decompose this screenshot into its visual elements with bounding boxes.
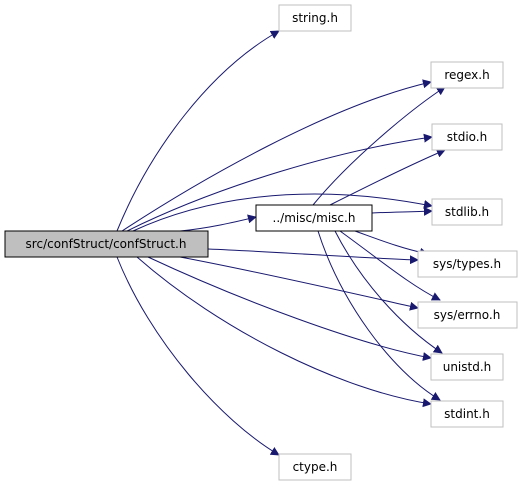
edge-root-to-stdlib	[132, 193, 433, 232]
node-label-stdint: stdint.h	[444, 407, 490, 421]
node-label-sys-types: sys/types.h	[433, 257, 501, 271]
node-label-stdlib: stdlib.h	[445, 205, 489, 219]
edge-root-to-ctype	[116, 256, 280, 456]
node-ctype[interactable]: ctype.h	[278, 453, 352, 481]
edge-misc-to-stdlib	[371, 206, 433, 216]
edge-root-to-unistd	[147, 256, 432, 361]
edge-root-to-regex	[121, 79, 432, 232]
node-stdint[interactable]: stdint.h	[430, 400, 504, 428]
node-label-unistd: unistd.h	[443, 360, 492, 374]
edge-root-to-types	[207, 248, 419, 265]
edge-root-to-misc	[179, 214, 257, 232]
node-label-misc: ../misc/misc.h	[273, 211, 356, 225]
node-label-regex: regex.h	[444, 68, 489, 82]
edge-misc-to-errno	[339, 230, 441, 301]
edge-misc-to-regex	[312, 86, 446, 206]
node-regex[interactable]: regex.h	[430, 61, 504, 89]
edge-misc-to-stdint	[317, 230, 441, 401]
edge-root-to-stdio	[126, 133, 433, 232]
node-sys-errno[interactable]: sys/errno.h	[417, 301, 518, 329]
node-stdio[interactable]: stdio.h	[431, 123, 503, 151]
node-label-ctype: ctype.h	[293, 460, 338, 474]
node-label-stdio: stdio.h	[447, 130, 487, 144]
node-label-root: src/confStruct/confStruct.h	[26, 237, 187, 251]
node-stdlib[interactable]: stdlib.h	[431, 198, 503, 226]
node-label-sys-errno: sys/errno.h	[434, 308, 501, 322]
edge-misc-to-unistd	[334, 230, 443, 354]
node-root[interactable]: src/confStruct/confStruct.h	[4, 230, 209, 258]
node-misc[interactable]: ../misc/misc.h	[255, 204, 373, 232]
edge-root-to-stdint	[136, 256, 432, 408]
node-unistd[interactable]: unistd.h	[430, 353, 504, 381]
node-label-string: string.h	[292, 11, 338, 25]
edge-root-to-errno	[179, 256, 419, 311]
edge-misc-to-stdio	[329, 149, 446, 206]
node-sys-types[interactable]: sys/types.h	[417, 250, 518, 278]
node-string[interactable]: string.h	[278, 4, 352, 32]
edge-root-to-string	[116, 30, 280, 232]
